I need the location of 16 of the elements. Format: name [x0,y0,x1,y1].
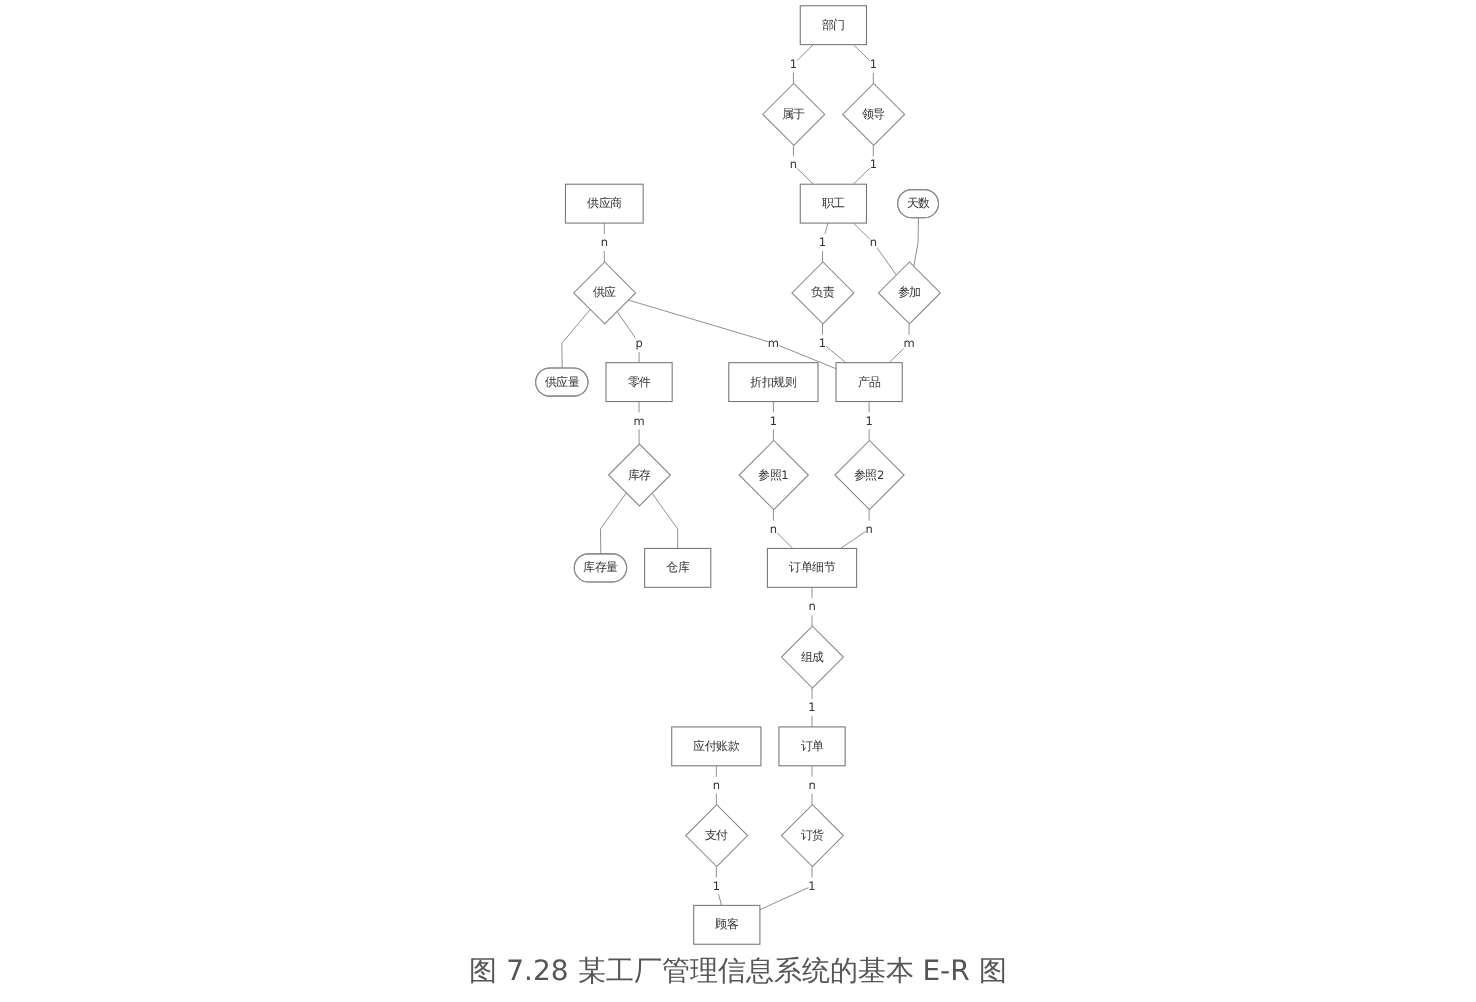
connector [759,866,813,911]
connector [616,310,640,364]
connector [852,222,897,276]
connector [603,222,605,263]
connector [913,217,919,268]
connector [599,492,627,555]
connector [852,44,874,84]
connector [792,144,814,185]
connector [772,509,794,549]
connector [561,309,591,369]
figure-caption: 图 7.28 某工厂管理信息系统的基本 E-R 图 [469,954,1007,992]
connector [715,765,717,806]
connector [811,765,813,806]
connector [627,299,837,370]
connector [651,492,679,549]
connector [811,586,813,627]
